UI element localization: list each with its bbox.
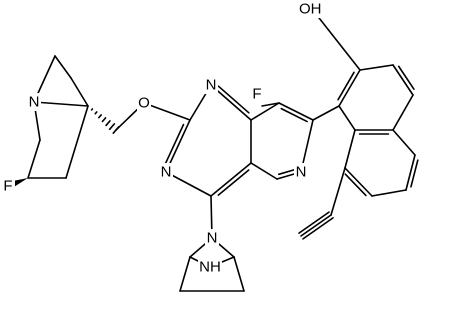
atom-label-pyridine-n: N — [296, 164, 307, 181]
label-backdrop — [294, 163, 308, 181]
bond-line — [54, 55, 72, 79]
bond-line — [179, 256, 191, 292]
atom-label-pyrimidine-n2: N — [161, 164, 172, 181]
bond-line — [392, 64, 414, 96]
bond-line — [33, 101, 89, 107]
atom-label-bicyclic-n: N — [207, 230, 218, 247]
bond-line — [164, 123, 185, 165]
bond-line — [217, 169, 250, 196]
bond-line — [98, 114, 102, 119]
atom-label-oh: OH — [299, 1, 322, 18]
bond-line — [165, 171, 212, 197]
atom-label-bridge-nh: NH — [199, 259, 221, 276]
bond-line — [278, 102, 314, 121]
bond-line — [344, 167, 373, 197]
bond-line — [261, 102, 280, 107]
bond-line — [250, 102, 280, 121]
bond-layer — [6, 8, 419, 292]
bond-line — [210, 162, 252, 197]
bond-line — [298, 211, 330, 234]
label-backdrop — [205, 229, 219, 247]
bond-line — [330, 167, 346, 216]
atom-label-pyrrolizidine-n: N — [29, 94, 40, 111]
bond-line — [300, 214, 332, 237]
bond-line — [143, 102, 191, 121]
bond-line — [371, 189, 407, 197]
label-backdrop — [137, 94, 151, 112]
atom-label-ether-oxygen: O — [138, 95, 150, 112]
bond-line — [359, 64, 394, 71]
label-backdrop — [198, 258, 222, 276]
bond-line — [280, 107, 308, 123]
bond-line — [250, 162, 278, 180]
bond-line — [105, 120, 111, 127]
bond-line — [233, 256, 245, 292]
bond-line — [277, 168, 298, 176]
atom-label-fluorine-left: F — [3, 178, 12, 195]
bond-line — [27, 139, 41, 179]
bond-line — [101, 117, 107, 123]
label-backdrop — [1, 177, 15, 195]
label-backdrop — [27, 93, 41, 111]
bond-line — [112, 126, 120, 134]
bond-line — [302, 217, 334, 240]
bond-line — [410, 159, 419, 188]
bond-line — [70, 77, 89, 107]
label-backdrop — [250, 85, 264, 103]
label-backdrop — [159, 163, 173, 181]
bond-line — [312, 105, 340, 121]
bond-line — [344, 129, 356, 169]
bond-line — [344, 173, 367, 197]
bond-line — [311, 8, 361, 71]
bond-line — [337, 71, 355, 101]
bond-line — [65, 105, 89, 179]
bond-line — [338, 69, 361, 107]
bond-line — [108, 123, 116, 131]
bond-line — [392, 129, 416, 156]
label-backdrop — [204, 76, 218, 94]
bond-line — [397, 65, 415, 90]
bond-line — [338, 105, 356, 131]
bond-line — [90, 108, 94, 111]
label-backdrop — [297, 0, 327, 18]
atom-label-layer: OH F O N N N N F N NH — [1, 0, 327, 276]
bond-line — [405, 154, 416, 191]
atom-label-fluorine-top: F — [252, 86, 261, 103]
bond-line — [94, 111, 98, 115]
atom-label-pyrimidine-n1: N — [206, 77, 217, 94]
bond-line — [392, 94, 414, 131]
bond-line — [217, 85, 250, 114]
